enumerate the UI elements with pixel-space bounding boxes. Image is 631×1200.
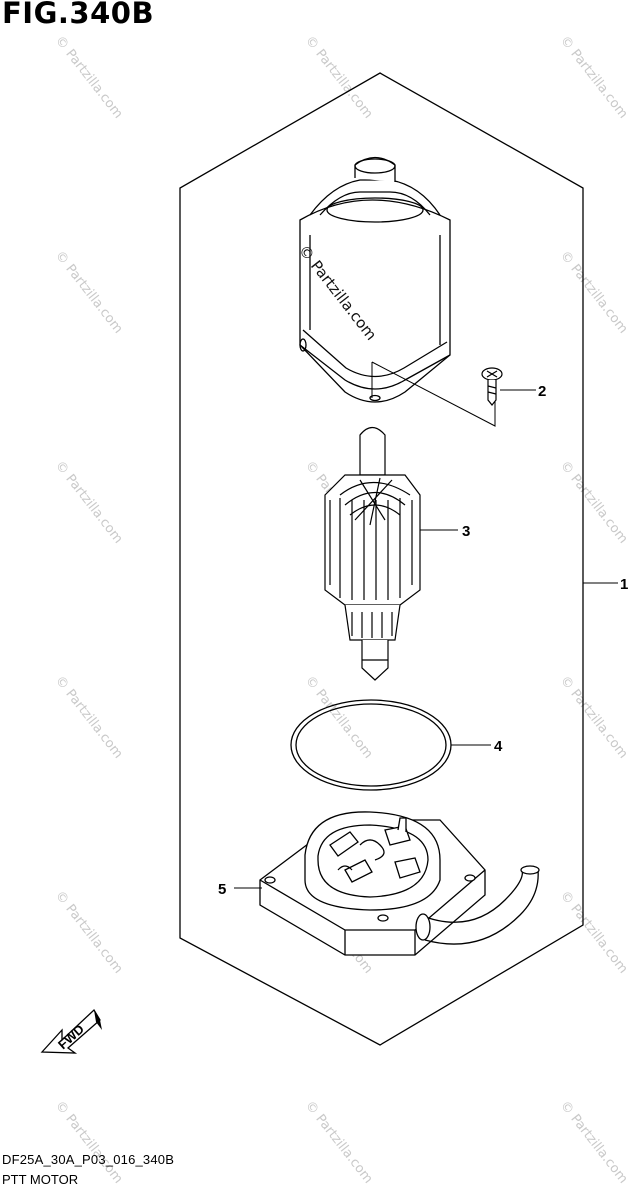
callout-3: 3 xyxy=(462,523,470,540)
motor-housing xyxy=(299,156,451,403)
screw xyxy=(481,367,503,406)
watermark: © Partzilla.com xyxy=(302,33,376,121)
callout-1: 1 xyxy=(620,576,628,593)
o-ring xyxy=(290,699,452,791)
watermark: © Partzilla.com xyxy=(52,888,126,976)
watermark: © Partzilla.com xyxy=(557,888,631,976)
callout-4: 4 xyxy=(494,738,503,755)
watermark: © Partzilla.com xyxy=(557,248,631,336)
figure-title: FIG.340B xyxy=(2,0,155,30)
diagram-name: PTT MOTOR xyxy=(2,1172,79,1187)
callout-2: 2 xyxy=(538,383,546,400)
watermark: © Partzilla.com xyxy=(52,458,126,546)
watermark: © Partzilla.com xyxy=(302,673,376,761)
watermark: © Partzilla.com xyxy=(52,248,126,336)
armature xyxy=(324,426,421,681)
watermark: © Partzilla.com xyxy=(557,1098,631,1186)
watermark: © Partzilla.com xyxy=(557,673,631,761)
watermark: © Partzilla.com xyxy=(52,33,126,121)
assembly-outline xyxy=(179,72,584,1046)
watermark: © Partzilla.com xyxy=(557,33,631,121)
callout-5: 5 xyxy=(218,881,226,898)
diagram-code: DF25A_30A_P03_016_340B xyxy=(2,1152,175,1167)
watermark: © Partzilla.com xyxy=(52,673,126,761)
watermark: © Partzilla.com xyxy=(557,458,631,546)
watermark: © Partzilla.com xyxy=(302,1098,376,1186)
leader-screw-hole xyxy=(371,361,496,427)
brush-holder-base xyxy=(259,811,540,956)
fwd-arrow: FWD xyxy=(40,1008,102,1054)
